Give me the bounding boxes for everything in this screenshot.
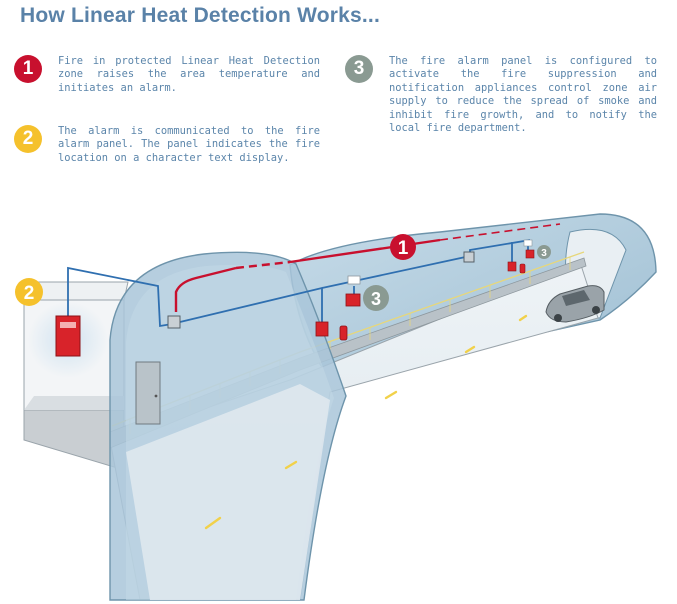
marker-3-near: 3 — [363, 285, 389, 311]
tunnel-door — [135, 361, 161, 425]
fire-alarm-panel — [55, 315, 81, 357]
step-1: 1 Fire in protected Linear Heat Detectio… — [14, 55, 324, 95]
marker-1: 1 — [390, 234, 416, 260]
notification-appliances-near — [315, 275, 361, 341]
extinguisher-cabinet-far — [507, 261, 517, 272]
step-3-number: 3 — [353, 58, 365, 79]
step-1-number: 1 — [22, 58, 34, 79]
extinguisher-cabinet-near — [315, 321, 329, 337]
step-1-text: Fire in protected Linear Heat Detection … — [58, 55, 320, 94]
step-2-text: The alarm is communicated to the fire al… — [58, 125, 320, 164]
step-3: 3 The fire alarm panel is configured to … — [345, 55, 660, 135]
tunnel-near-arch — [109, 251, 347, 601]
car-icon — [545, 285, 605, 323]
marker-1-label: 1 — [398, 238, 409, 259]
marker-2: 2 — [15, 278, 43, 306]
marker-3-far: 3 — [537, 245, 551, 259]
notification-appliances-far — [507, 239, 535, 274]
step-1-badge: 1 — [14, 55, 42, 83]
tunnel-diagram: 1 2 3 3 — [15, 213, 657, 601]
step-2-badge: 2 — [14, 125, 42, 153]
step-2-number: 2 — [22, 128, 34, 149]
pull-station-near — [345, 293, 361, 307]
strobe-sign-far — [523, 239, 533, 247]
strobe-sign-near — [347, 275, 361, 285]
pull-station-far — [525, 249, 535, 259]
extinguisher-near — [339, 325, 348, 341]
marker-3-far-label: 3 — [541, 248, 547, 259]
step-3-badge: 3 — [345, 55, 373, 83]
step-3-text: The fire alarm panel is configured to ac… — [389, 55, 657, 135]
step-2: 2 The alarm is communicated to the fire … — [14, 125, 324, 165]
marker-3-near-label: 3 — [371, 289, 381, 309]
marker-2-label: 2 — [24, 283, 35, 304]
junction-box-far — [463, 251, 475, 263]
page-title: How Linear Heat Detection Works... — [20, 4, 380, 27]
extinguisher-far — [519, 263, 526, 274]
junction-box-near — [167, 315, 181, 329]
